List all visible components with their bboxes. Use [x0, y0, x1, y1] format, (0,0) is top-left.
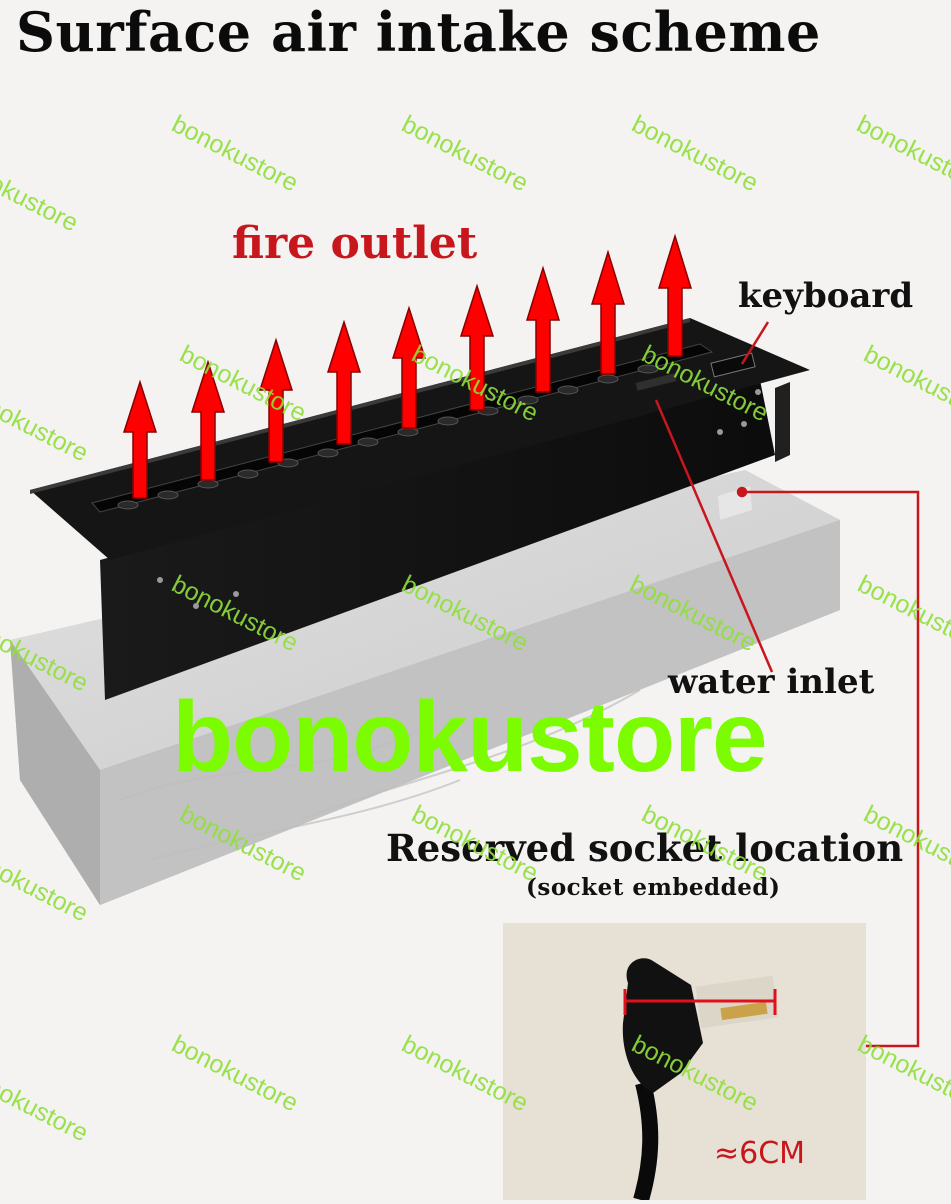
measurement-label: ≈6CM [714, 1136, 806, 1171]
socket-embedded-label: (socket embedded) [526, 874, 781, 901]
keyboard-leader [740, 321, 770, 365]
plug-icon [622, 958, 779, 1203]
fire-arrows [122, 233, 693, 499]
water-inlet-cap [635, 373, 677, 391]
fire-arrow [459, 283, 495, 411]
page-title: Surface air intake scheme [16, 0, 821, 64]
reserved-socket-label: Reserved socket location [386, 826, 904, 870]
socket-plug-photo [503, 923, 866, 1203]
watermark-large: bonokustore [172, 681, 768, 793]
socket-leader [742, 490, 920, 1048]
fire-arrow [590, 249, 626, 375]
fire-arrow [258, 337, 294, 463]
leader-lines [654, 321, 920, 1048]
fire-arrow [190, 359, 226, 481]
fire-arrow [525, 265, 561, 393]
keyboard-label: keyboard [738, 276, 914, 316]
stone-base [10, 470, 840, 905]
fire-arrow [391, 305, 427, 429]
fire-arrow [326, 319, 362, 445]
water-inlet-label: water inlet [668, 662, 875, 702]
fire-outlet-label: fire outlet [232, 218, 478, 269]
fire-arrow [657, 233, 693, 357]
fire-arrow [122, 379, 158, 499]
water-inlet-leader [654, 399, 774, 673]
